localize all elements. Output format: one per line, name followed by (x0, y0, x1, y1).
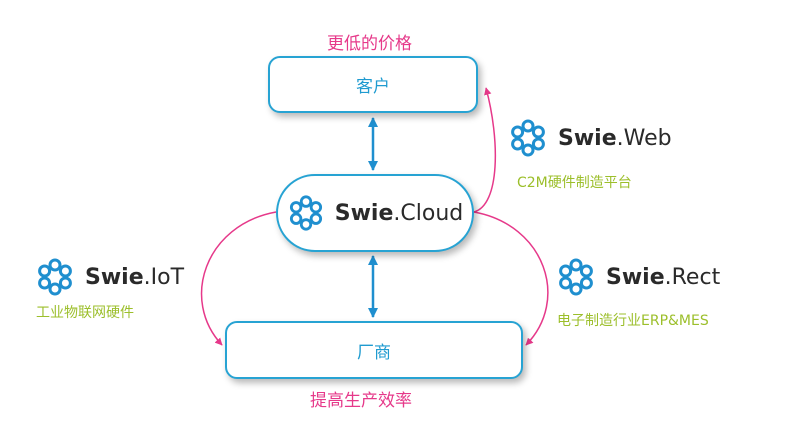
web-brand-light: .Web (616, 125, 672, 151)
cloud-node: Swie.Cloud (276, 174, 474, 252)
factory-label: 厂商 (357, 342, 391, 363)
iot-brand-bold: Swie (85, 264, 144, 290)
arrow-cloud-to-customer (473, 87, 497, 213)
swie-logo-icon (511, 119, 545, 157)
rect-brand-bold: Swie (606, 264, 665, 290)
swie-logo-icon (289, 195, 322, 231)
cloud-brand-light: .Cloud (393, 200, 464, 226)
web-brand: Swie.Web (508, 118, 672, 158)
arrow-cloud-to-factory-right (473, 211, 549, 346)
web-description: C2M硬件制造平台 (517, 175, 632, 191)
iot-brand: Swie.IoT (35, 257, 184, 297)
cloud-brand-bold: Swie (334, 200, 394, 226)
top-label: 更低的价格 (327, 34, 412, 54)
customer-label: 客户 (356, 77, 390, 97)
factory-node: 厂商 (225, 321, 523, 379)
swie-logo-icon (559, 258, 593, 296)
cloud-brand: Swie.Cloud (287, 194, 463, 232)
arrow-cloud-to-factory-left (200, 211, 277, 346)
iot-description: 工业物联网硬件 (36, 305, 134, 321)
iot-brand-light: .IoT (143, 264, 185, 290)
rect-description: 电子制造行业ERP&MES (557, 313, 709, 329)
web-brand-bold: Swie (558, 125, 617, 151)
swie-logo-icon (38, 258, 72, 296)
rect-brand-light: .Rect (664, 264, 721, 290)
customer-node: 客户 (268, 56, 478, 113)
rect-brand: Swie.Rect (556, 257, 720, 297)
bottom-label: 提高生产效率 (310, 391, 412, 411)
